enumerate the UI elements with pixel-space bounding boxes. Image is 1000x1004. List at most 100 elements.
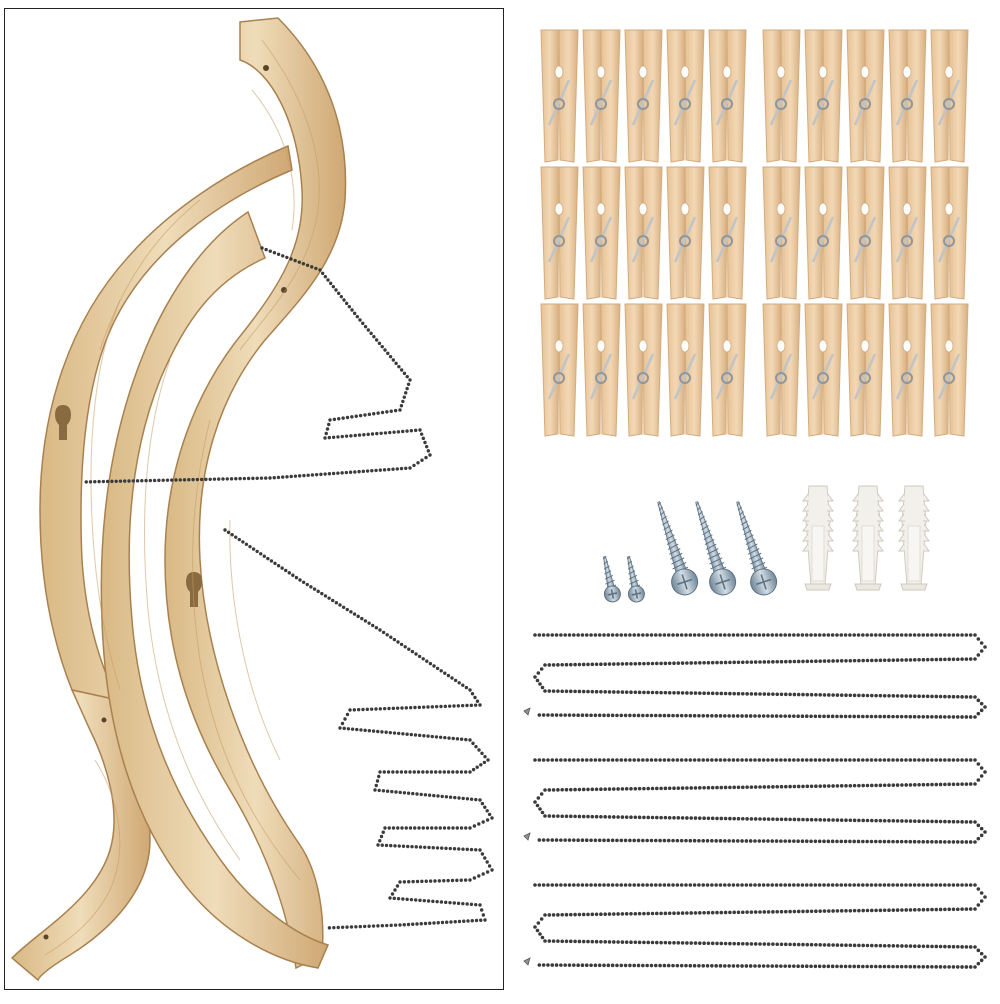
chain-bead <box>291 573 295 577</box>
chain-bead <box>857 783 861 788</box>
chain-bead <box>891 964 895 969</box>
chain-bead <box>559 883 563 887</box>
chain-bead <box>388 730 393 735</box>
chain-bead <box>641 963 645 968</box>
chain-bead <box>623 713 628 718</box>
chain-bead <box>455 770 459 774</box>
chain-bead <box>376 843 380 847</box>
chain-bead <box>938 758 943 762</box>
chain-bead <box>422 734 426 738</box>
chain-bead <box>420 879 424 884</box>
chain-bead <box>783 714 787 718</box>
chain-bead <box>187 478 191 482</box>
chain-bead <box>848 818 853 823</box>
chain-bead <box>343 717 347 721</box>
chain-bead <box>157 478 161 483</box>
clothespin-icon <box>540 29 579 163</box>
chain-bead <box>705 758 710 762</box>
chain-bead <box>701 838 706 843</box>
chain-bead <box>427 845 431 850</box>
chain-bead <box>649 883 654 887</box>
chain-bead <box>387 706 391 711</box>
chain-bead <box>891 658 896 662</box>
chain-bead <box>603 787 607 791</box>
chain-bead <box>904 714 908 719</box>
clothespin-icon <box>888 29 927 163</box>
chain-bead <box>895 714 900 719</box>
chain-bead <box>447 826 451 830</box>
chain-bead <box>835 633 839 637</box>
chain-bead <box>925 964 930 969</box>
chain-bead <box>796 817 801 822</box>
chain-bead <box>895 783 900 787</box>
chain-bead <box>680 786 685 790</box>
chain-bead <box>331 284 336 289</box>
chain-bead <box>689 816 693 820</box>
chain-bead <box>817 964 822 969</box>
chain-bead <box>766 633 770 637</box>
chain-bead <box>314 266 318 271</box>
chain-bead <box>930 715 934 719</box>
chain-bead <box>779 714 783 718</box>
chain-bead <box>934 758 938 762</box>
chain-bead <box>358 413 363 418</box>
chain-bead <box>474 744 478 749</box>
chain-bead <box>869 714 874 719</box>
chain-bead <box>655 815 659 820</box>
chain-bead <box>917 657 921 662</box>
chain-bead <box>689 661 693 665</box>
chain-bead <box>848 758 852 762</box>
chain-bead <box>370 469 374 473</box>
chain-bead <box>481 913 486 917</box>
chain-bead <box>374 626 379 630</box>
chain-bead <box>623 963 628 968</box>
chain-bead <box>831 784 835 788</box>
chain-bead <box>852 839 857 844</box>
chain-bead <box>804 964 809 969</box>
chain-bead <box>543 913 547 917</box>
chain-bead <box>457 681 461 685</box>
chain-bead <box>297 474 302 478</box>
chain-bead <box>389 843 393 848</box>
chain-bead <box>397 364 401 369</box>
chain-bead <box>912 758 917 762</box>
chain-bead <box>843 758 848 762</box>
chain-bead <box>891 694 896 698</box>
chain-bead <box>547 788 552 792</box>
chain-bead <box>891 883 895 887</box>
chain-bead <box>366 432 370 437</box>
chain-bead <box>428 879 433 883</box>
chain-bead <box>567 758 572 762</box>
chain-bead <box>589 963 593 968</box>
chain-bead <box>676 786 681 790</box>
chain-bead <box>705 838 710 843</box>
chain-bead <box>960 782 964 786</box>
chain-bead <box>951 633 956 637</box>
chain-bead <box>753 758 757 762</box>
chain-bead <box>468 770 472 774</box>
chain-bead <box>602 838 606 843</box>
chain-bead <box>580 883 585 887</box>
chain-bead <box>735 633 740 637</box>
chain-bead <box>943 840 947 844</box>
chain-bead <box>378 707 383 711</box>
chain-bead <box>947 694 951 699</box>
chain-bead <box>459 878 463 882</box>
chain-bead <box>701 883 706 887</box>
chain-bead <box>551 913 556 917</box>
chain-bead <box>809 909 814 914</box>
chain-bead <box>405 732 409 736</box>
chain-bead <box>541 713 546 717</box>
chain-bead <box>632 883 637 887</box>
chain-bead <box>537 838 542 842</box>
chain-bead <box>310 265 314 269</box>
chain-bead <box>723 816 728 821</box>
chain-bead <box>465 847 469 852</box>
chain-bead <box>745 692 749 696</box>
chain-bead <box>623 758 628 762</box>
clothespin-icon <box>762 29 801 163</box>
chain-bead <box>380 410 385 415</box>
chain-bead <box>753 942 758 946</box>
chain-bead <box>672 816 676 820</box>
chain-bead <box>569 787 573 792</box>
